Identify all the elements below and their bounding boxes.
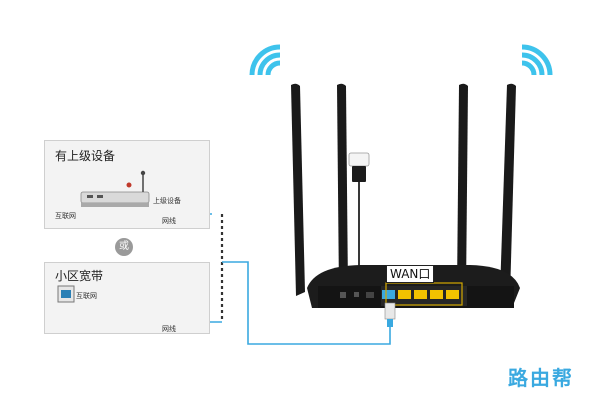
upper-device-panel: 有上级设备 上级设备 互联网 bbox=[44, 140, 210, 229]
upper-device-label: 上级设备 bbox=[153, 197, 181, 205]
upper-device-title: 有上级设备 bbox=[55, 149, 116, 163]
wall-socket-icon bbox=[57, 285, 75, 303]
wan-port-label: WAN口 bbox=[386, 265, 435, 283]
power-adapter-icon bbox=[348, 152, 370, 286]
community-panel: 小区宽带 互联网 bbox=[44, 262, 210, 334]
upper-device-icon bbox=[80, 170, 150, 207]
wifi-right-icon bbox=[521, 44, 553, 76]
community-title: 小区宽带 bbox=[55, 269, 104, 283]
or-badge: 或 bbox=[115, 238, 133, 256]
upper-cable-label: 网线 bbox=[162, 217, 176, 225]
brand-watermark: 路由帮 bbox=[508, 366, 574, 390]
lan-ports-highlight bbox=[385, 282, 463, 306]
community-cable-label: 网线 bbox=[162, 325, 176, 333]
upper-internet-label: 互联网 bbox=[55, 212, 76, 220]
community-internet-label: 互联网 bbox=[76, 292, 97, 300]
wan-plug-icon bbox=[384, 302, 396, 327]
wifi-left-icon bbox=[249, 44, 281, 76]
antenna-group bbox=[291, 83, 516, 296]
router-body bbox=[307, 265, 520, 308]
